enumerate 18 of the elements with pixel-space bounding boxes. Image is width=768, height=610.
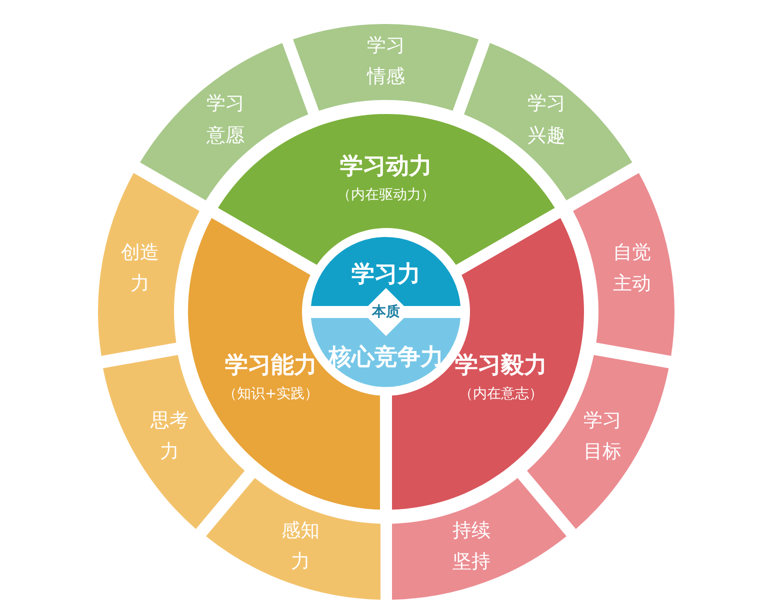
center-label: 核心竞争力 [328,344,444,372]
sector-title: 学习毅力 [455,352,548,381]
sector-title: 学习能力 [224,352,317,381]
segment-label: 学习兴趣 [526,92,567,148]
center-label: 学习力 [351,260,420,290]
segment-label: 学习意愿 [205,92,246,148]
segment-label: 感知力 [280,518,320,575]
sector-title: 学习动力 [340,152,432,182]
segment-label: 持续坚持 [452,518,492,575]
segment-label: 学习目标 [582,408,622,465]
diamond-label: 本质 [372,303,400,321]
segment-label: 自觉主动 [612,240,652,297]
sector-subtitle: （知识+实践） [222,385,319,404]
sector-subtitle: （内在意志） [459,385,544,404]
segment-label: 学习情感 [366,34,406,90]
segment-label: 创造力 [120,240,160,297]
segment-label: 思考力 [150,408,190,465]
sector-subtitle: （内在驱动力） [336,186,435,204]
